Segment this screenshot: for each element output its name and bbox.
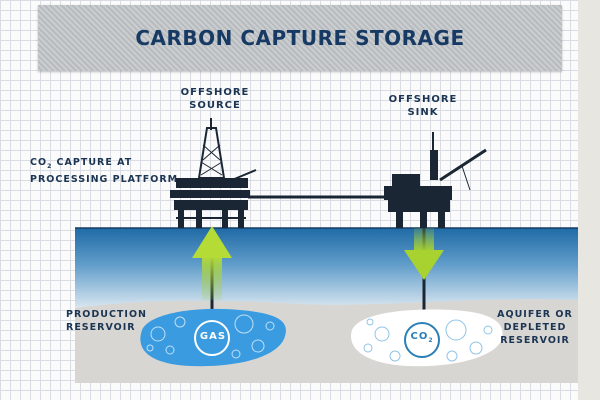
co2-subscript: 2: [428, 337, 434, 344]
offshore-source-label: OFFSHORE SOURCE: [160, 86, 270, 112]
capture-subscript: 2: [47, 162, 53, 170]
co2-main: CO: [410, 331, 429, 342]
aquifer-line-1: AQUIFER OR: [497, 309, 573, 320]
capture-line-2: PROCESSING PLATFORM: [30, 173, 179, 185]
capture-rest: CAPTURE AT: [52, 157, 133, 168]
aquifer-line-3: RESERVOIR: [500, 335, 570, 346]
offshore-sink-label: OFFSHORE SINK: [368, 93, 478, 119]
downward-arrow-icon: [404, 228, 444, 280]
capture-co: CO: [30, 157, 48, 168]
upward-arrow-icon: [192, 226, 232, 300]
diagram-title: CARBON CAPTURE STORAGE: [135, 26, 465, 50]
sink-line-1: OFFSHORE: [388, 94, 458, 105]
sea-water: [75, 228, 578, 308]
co2-capture-label: CO2 CAPTURE AT PROCESSING PLATFORM: [30, 156, 190, 186]
gas-label: GAS: [199, 331, 227, 342]
gas-reservoir: [140, 308, 286, 367]
prod-line-2: RESERVOIR: [66, 322, 136, 333]
page-edge: [578, 0, 600, 400]
title-banner: CARBON CAPTURE STORAGE: [38, 5, 562, 71]
co2-reservoir: [351, 309, 503, 367]
source-line-1: OFFSHORE: [180, 87, 250, 98]
production-reservoir-label: PRODUCTION RESERVOIR: [66, 308, 166, 334]
source-platform-icon: [170, 118, 257, 228]
aquifer-reservoir-label: AQUIFER OR DEPLETED RESERVOIR: [480, 308, 590, 347]
source-line-2: SOURCE: [189, 100, 241, 111]
sink-line-2: SINK: [407, 107, 439, 118]
sink-platform-icon: [384, 132, 487, 228]
prod-line-1: PRODUCTION: [66, 309, 147, 320]
co2-label: CO2: [398, 330, 446, 347]
aquifer-line-2: DEPLETED: [503, 322, 567, 333]
